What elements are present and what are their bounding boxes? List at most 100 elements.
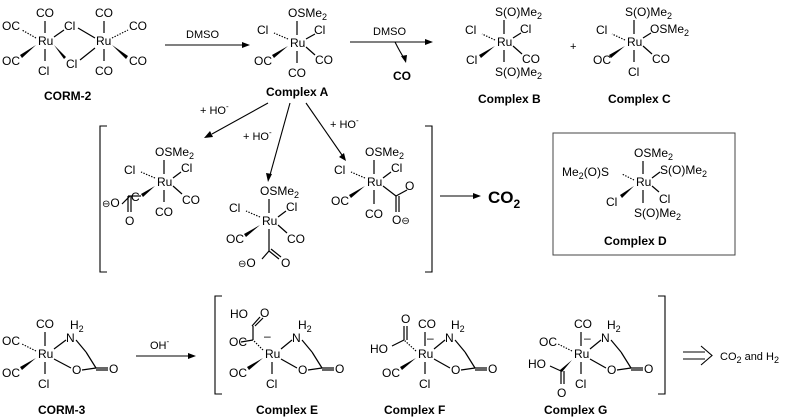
right-bracket: [425, 125, 433, 273]
oxygen-atom: O: [488, 362, 497, 376]
oxygen-atom: O: [335, 362, 344, 376]
oc-ligand: OC: [382, 366, 400, 380]
oc-ligand: OC: [254, 54, 272, 68]
co-ligand: CO: [95, 6, 113, 20]
open-arrow: [683, 345, 713, 366]
co2-product: CO2: [488, 188, 521, 211]
carbon-atom: C: [131, 190, 140, 204]
dmso-reagent: DMSO: [186, 29, 219, 41]
co-ligand: CO: [652, 52, 670, 66]
oc-ligand: OC: [593, 53, 611, 67]
cl-bridge: Cl: [66, 57, 77, 71]
cl-ligand: Cl: [419, 377, 430, 391]
complex-f-structure: Ru CO – O HO OC Cl N H2 O O Complex F: [370, 312, 497, 417]
oxygen-atom: O: [607, 363, 616, 377]
cl-ligand: Cl: [286, 200, 297, 214]
ho-group: HO: [528, 357, 546, 371]
right-bracket: [658, 295, 666, 395]
hydroxide-reagent: + HO-: [200, 102, 229, 117]
ru-atom: Ru: [627, 35, 642, 49]
o-minus: ⊖O: [238, 256, 256, 270]
cl-ligand: Cl: [266, 377, 277, 391]
corm3-structure: Ru CO OC OC Cl N H2 O O CORM-3: [2, 317, 118, 417]
so-me2-ligand: S(O)Me2: [660, 163, 707, 179]
cl-ligand: Cl: [334, 163, 345, 177]
oxygen-atom: O: [72, 363, 81, 377]
corm3-label: CORM-3: [38, 403, 86, 417]
h2-label: H2: [451, 318, 465, 334]
complex-e-label: Complex E: [256, 403, 318, 417]
oxygen-atom: O: [451, 363, 460, 377]
ru-atom: Ru: [38, 34, 53, 48]
ru-atom: Ru: [636, 175, 651, 189]
left-bracket: [214, 295, 222, 395]
co-ligand: CO: [574, 317, 592, 331]
co-ligand: CO: [129, 19, 147, 33]
nitrogen-atom: N: [601, 331, 610, 345]
ho-group: HO: [230, 307, 248, 321]
h2-label: H2: [298, 318, 312, 334]
h2-label: H2: [70, 318, 84, 334]
corm2-label: CORM-2: [44, 89, 92, 103]
osme2-ligand: OSMe2: [365, 145, 404, 161]
oc-ligand: OC: [331, 194, 349, 208]
plus-sign: +: [570, 41, 576, 53]
ru-atom: Ru: [265, 347, 280, 361]
so-me2-ligand: S(O)Me2: [625, 5, 672, 21]
charge-minus: –: [584, 331, 591, 345]
cl-bridge: Cl: [64, 19, 75, 33]
so-me2-ligand: S(O)Me2: [634, 206, 681, 222]
ru-atom: Ru: [574, 347, 589, 361]
cl-ligand: Cl: [659, 192, 670, 206]
oxygen-atom: O: [401, 312, 410, 326]
h2-label: H2: [607, 318, 621, 334]
complex-b-label: Complex B: [478, 92, 541, 106]
so-me2-ligand: S(O)Me2: [495, 5, 542, 21]
intermediate-1-structure: Ru OSMe2 Cl Cl C ⊖O O CO CO: [102, 145, 200, 228]
co-ligand: CO: [95, 64, 113, 78]
oxygen-atom: O: [260, 306, 269, 320]
oc-ligand: OC: [539, 335, 557, 349]
osme2-ligand: OSMe2: [288, 6, 327, 22]
cl-ligand: Cl: [38, 377, 49, 391]
intermediate-2-structure: Ru OSMe2 Cl Cl OC CO ⊖O O: [226, 184, 305, 270]
ru-atom: Ru: [418, 347, 433, 361]
complex-d-box: Ru OSMe2 Me2(O)S S(O)Me2 Cl Cl S(O)Me2 C…: [552, 132, 736, 256]
complex-g-structure: Ru CO – OC HO O Cl N H2 O O Complex G: [528, 317, 653, 417]
oxygen-atom: O: [109, 362, 118, 376]
cl-ligand: Cl: [465, 23, 476, 37]
oc-ligand: OC: [229, 335, 247, 349]
cl-ligand: Cl: [257, 23, 268, 37]
oc-ligand: OC: [226, 232, 244, 246]
so-me2-ligand: S(O)Me2: [495, 65, 542, 81]
osme2-ligand: OSMe2: [650, 22, 689, 38]
complex-b-structure: Ru S(O)Me2 Cl Cl Cl CO S(O)Me2 Complex B: [465, 5, 542, 106]
charge-minus: –: [427, 331, 434, 345]
ru-atom: Ru: [96, 34, 111, 48]
hydroxide-reagent: OH-: [150, 337, 170, 352]
nitrogen-atom: N: [292, 331, 301, 345]
nitrogen-atom: N: [66, 331, 75, 345]
complex-c-structure: Ru S(O)Me2 Cl OSMe2 OC CO Cl Complex C: [593, 5, 689, 106]
left-bracket: [99, 125, 107, 273]
co-ligand: CO: [288, 66, 306, 80]
cl-ligand: Cl: [606, 195, 617, 209]
co-ligand: CO: [129, 54, 147, 68]
co-ligand: CO: [365, 207, 383, 221]
oc-ligand: OC: [229, 366, 247, 380]
charge-minus: –: [264, 329, 271, 343]
osme2-ligand: OSMe2: [634, 146, 673, 162]
oc-ligand: OC: [2, 19, 20, 33]
intermediate-3-structure: Ru OSMe2 Cl Cl OC O O⊖ CO: [331, 145, 414, 227]
ru-atom: Ru: [290, 36, 305, 50]
co-ligand: CO: [287, 232, 305, 246]
cl-ligand: Cl: [520, 22, 531, 36]
complex-g-label: Complex G: [544, 403, 607, 417]
co-ligand: CO: [36, 6, 54, 20]
cl-ligand: Cl: [575, 377, 586, 391]
o-minus: ⊖O: [102, 196, 120, 210]
o-minus: O⊖: [392, 213, 410, 227]
oxygen-atom: O: [644, 362, 653, 376]
ru-atom: Ru: [497, 35, 512, 49]
corm2-structure: Ru Ru CO CO Cl CO OC OC Cl Cl CO CO CORM…: [2, 6, 147, 103]
